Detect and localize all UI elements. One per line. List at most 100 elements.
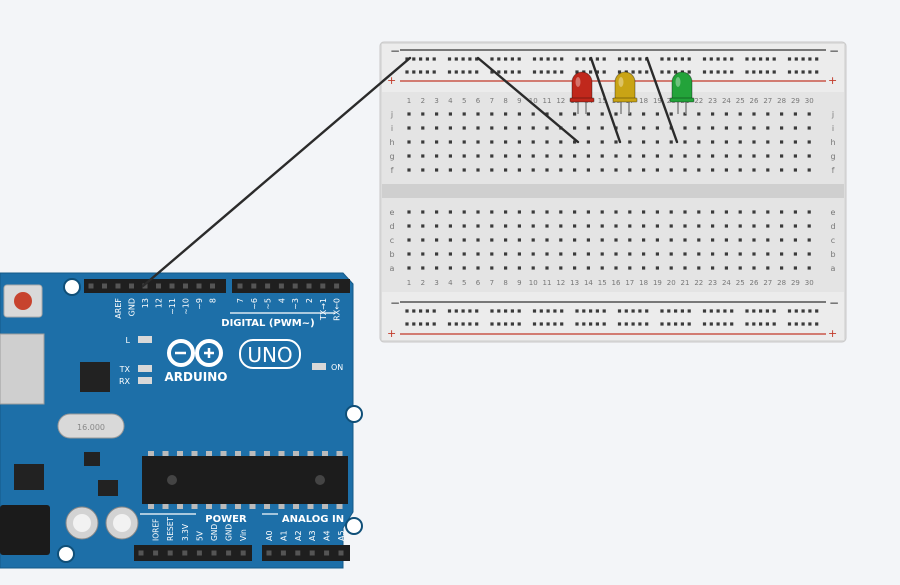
- rail-hole[interactable]: [801, 309, 805, 313]
- breadboard-hole[interactable]: [614, 154, 618, 158]
- breadboard-hole[interactable]: [462, 140, 466, 144]
- rail-hole[interactable]: [595, 57, 599, 61]
- breadboard-hole[interactable]: [407, 168, 411, 172]
- breadboard-hole[interactable]: [545, 168, 549, 172]
- breadboard-hole[interactable]: [738, 112, 742, 116]
- breadboard-hole[interactable]: [711, 140, 715, 144]
- digital-header-pin[interactable]: [265, 283, 271, 289]
- digital-header-pin[interactable]: [251, 283, 257, 289]
- rail-hole[interactable]: [412, 309, 416, 313]
- rail-hole[interactable]: [787, 70, 792, 74]
- breadboard-hole[interactable]: [683, 252, 687, 256]
- rail-hole[interactable]: [468, 70, 472, 74]
- breadboard-hole[interactable]: [683, 168, 687, 172]
- rail-hole[interactable]: [624, 322, 628, 326]
- breadboard-hole[interactable]: [793, 168, 797, 172]
- breadboard-hole[interactable]: [573, 210, 577, 214]
- breadboard-hole[interactable]: [780, 224, 784, 228]
- breadboard-hole[interactable]: [738, 224, 742, 228]
- breadboard-hole[interactable]: [448, 168, 452, 172]
- breadboard-hole[interactable]: [655, 238, 659, 242]
- rail-hole[interactable]: [638, 57, 642, 61]
- breadboard-hole[interactable]: [697, 224, 701, 228]
- rail-hole[interactable]: [602, 70, 606, 74]
- breadboard-hole[interactable]: [711, 112, 715, 116]
- breadboard-hole[interactable]: [435, 266, 439, 270]
- breadboard-hole[interactable]: [724, 112, 728, 116]
- rail-hole[interactable]: [425, 322, 429, 326]
- rail-hole[interactable]: [490, 309, 494, 313]
- digital-header-pin[interactable]: [115, 283, 121, 289]
- rail-hole[interactable]: [787, 322, 792, 326]
- rail-hole[interactable]: [582, 309, 586, 313]
- breadboard-hole[interactable]: [531, 126, 535, 130]
- rail-hole[interactable]: [553, 309, 557, 313]
- breadboard-hole[interactable]: [766, 266, 770, 270]
- rail-hole[interactable]: [432, 70, 436, 74]
- rail-hole[interactable]: [425, 70, 429, 74]
- breadboard-hole[interactable]: [697, 266, 701, 270]
- breadboard-hole[interactable]: [545, 266, 549, 270]
- rail-hole[interactable]: [624, 70, 628, 74]
- breadboard-hole[interactable]: [766, 210, 770, 214]
- rail-hole[interactable]: [504, 70, 508, 74]
- rail-hole[interactable]: [759, 70, 763, 74]
- rail-hole[interactable]: [631, 70, 635, 74]
- rail-hole[interactable]: [716, 70, 720, 74]
- rail-hole[interactable]: [532, 57, 537, 61]
- rail-hole[interactable]: [638, 70, 642, 74]
- rail-hole[interactable]: [815, 70, 819, 74]
- rail-hole[interactable]: [730, 57, 734, 61]
- rail-hole[interactable]: [504, 57, 508, 61]
- breadboard-hole[interactable]: [545, 210, 549, 214]
- breadboard-hole[interactable]: [628, 154, 632, 158]
- breadboard-hole[interactable]: [559, 238, 563, 242]
- breadboard-hole[interactable]: [711, 252, 715, 256]
- rail-hole[interactable]: [730, 309, 734, 313]
- breadboard-hole[interactable]: [462, 238, 466, 242]
- rail-hole[interactable]: [546, 309, 550, 313]
- breadboard-hole[interactable]: [724, 224, 728, 228]
- breadboard-hole[interactable]: [531, 168, 535, 172]
- rail-hole[interactable]: [532, 309, 537, 313]
- breadboard-hole[interactable]: [476, 224, 480, 228]
- breadboard-hole[interactable]: [724, 238, 728, 242]
- rail-hole[interactable]: [709, 322, 713, 326]
- breadboard-hole[interactable]: [586, 252, 590, 256]
- breadboard-hole[interactable]: [614, 210, 618, 214]
- breadboard-hole[interactable]: [669, 252, 673, 256]
- breadboard-hole[interactable]: [711, 224, 715, 228]
- breadboard-hole[interactable]: [531, 210, 535, 214]
- rail-hole[interactable]: [702, 57, 707, 61]
- wires[interactable]: [141, 56, 679, 288]
- rail-hole[interactable]: [432, 309, 436, 313]
- rail-hole[interactable]: [532, 70, 537, 74]
- rail-hole[interactable]: [745, 309, 749, 313]
- breadboard-hole[interactable]: [545, 112, 549, 116]
- rail-hole[interactable]: [709, 309, 713, 313]
- breadboard-hole[interactable]: [435, 140, 439, 144]
- breadboard-hole[interactable]: [504, 224, 508, 228]
- rail-hole[interactable]: [405, 70, 409, 74]
- rail-hole[interactable]: [539, 322, 543, 326]
- breadboard-hole[interactable]: [462, 112, 466, 116]
- breadboard-hole[interactable]: [780, 154, 784, 158]
- breadboard-hole[interactable]: [724, 210, 728, 214]
- power-header-pin[interactable]: [240, 550, 246, 556]
- rail-hole[interactable]: [716, 322, 720, 326]
- breadboard-hole[interactable]: [752, 266, 756, 270]
- breadboard-hole[interactable]: [614, 168, 618, 172]
- rail-hole[interactable]: [510, 309, 514, 313]
- breadboard-hole[interactable]: [628, 112, 632, 116]
- rail-hole[interactable]: [723, 322, 727, 326]
- digital-header-pin[interactable]: [156, 283, 161, 289]
- breadboard-hole[interactable]: [793, 140, 797, 144]
- breadboard-hole[interactable]: [738, 210, 742, 214]
- breadboard-hole[interactable]: [435, 154, 439, 158]
- rail-hole[interactable]: [517, 309, 521, 313]
- breadboard-hole[interactable]: [683, 112, 687, 116]
- breadboard-hole[interactable]: [531, 224, 535, 228]
- breadboard-hole[interactable]: [807, 266, 811, 270]
- rail-hole[interactable]: [553, 70, 557, 74]
- rail-hole[interactable]: [801, 322, 805, 326]
